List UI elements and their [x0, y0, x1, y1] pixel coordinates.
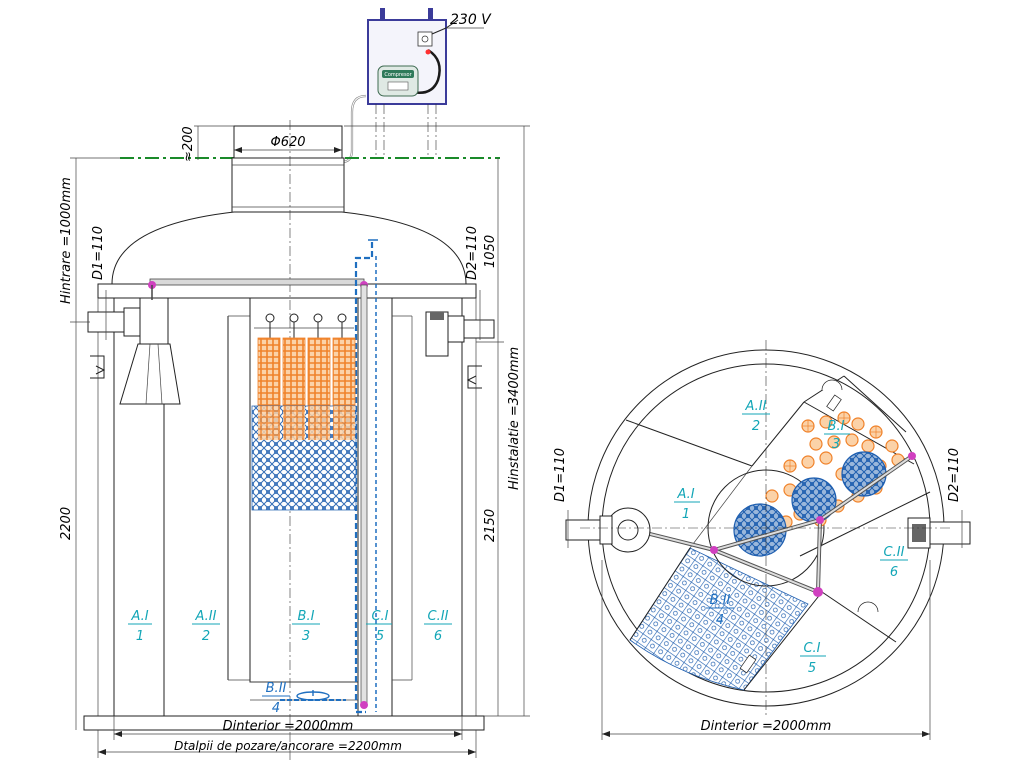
outlet-pipe: [425, 311, 495, 357]
chamber-label-a1: A.I 1: [128, 609, 152, 644]
dimension-lines: ≈200 Φ620 Hintrare =1000mm D1=110 D2=110…: [59, 125, 530, 758]
plan-label-a1: A.I 1: [674, 487, 700, 522]
plan-dimension-lines: D1=110 D2=110 Dinterior =2000mm: [553, 448, 963, 740]
svg-text:C.II: C.II: [884, 545, 905, 560]
flow-arrow-icon: [90, 355, 106, 379]
dim-d1: D1=110: [91, 226, 106, 280]
svg-text:4: 4: [272, 701, 280, 716]
manhole-riser: [231, 125, 345, 215]
svg-text:C.I: C.I: [803, 641, 820, 656]
plan-label-c1: C.I 5: [800, 641, 826, 676]
dim-h-install: Hinstalatie =3400mm: [507, 347, 522, 490]
flow-arrow-icon: [466, 365, 482, 389]
dim-manhole: Φ620: [270, 135, 305, 150]
svg-text:A.II: A.II: [745, 399, 767, 414]
svg-text:1: 1: [682, 507, 690, 522]
dim-d-footing: Dtalpii de pozare/ancorare =2200mm: [174, 739, 402, 753]
svg-text:5: 5: [808, 661, 816, 676]
dim-d2: D2=110: [465, 226, 480, 280]
dim-d-interior: Dinterior =2000mm: [223, 719, 354, 734]
plan-dim-d1: D1=110: [553, 448, 568, 502]
svg-text:3: 3: [302, 629, 310, 644]
chamber-label-b1: B.I 3: [292, 609, 320, 644]
inlet-pipe: [87, 297, 181, 405]
plan-label-a2: A.II 2: [742, 399, 770, 434]
svg-text:1: 1: [136, 629, 144, 644]
svg-text:A.I: A.I: [130, 609, 148, 624]
power-label: 230 V: [450, 12, 492, 28]
blue-grid-media: [629, 547, 809, 691]
dim-soil: ≈200: [181, 126, 196, 162]
plan-dim-d2: D2=110: [947, 448, 962, 502]
svg-text:A.II: A.II: [195, 609, 217, 624]
air-diffuser: [280, 690, 346, 701]
svg-text:B.II: B.II: [710, 593, 731, 608]
dim-2200: 2200: [59, 507, 74, 540]
dim-h-inlet: Hintrare =1000mm: [59, 177, 74, 304]
plan-view: A.II 2 B.I 3 A.I 1 C.II 6 B.II 4 C.I 5: [553, 340, 971, 740]
section-view: Compresor 230 V: [59, 8, 530, 760]
media-hangers: [254, 313, 354, 338]
plan-outlet: [907, 517, 971, 549]
svg-text:B.I: B.I: [298, 609, 315, 624]
plan-air-pipes: [633, 452, 916, 597]
chamber-label-b2: B.II 4: [262, 681, 290, 716]
svg-text:B.II: B.II: [266, 681, 287, 696]
footing-slab: [83, 715, 485, 731]
diffuser-discs: [733, 451, 887, 557]
chamber-label-c1: C.I 5: [366, 609, 392, 644]
dim-1050: 1050: [483, 235, 498, 268]
wall-ports: [739, 379, 879, 674]
svg-text:6: 6: [890, 565, 898, 580]
cabinet-label: Compresor: [384, 72, 412, 78]
plan-dim-d-interior: Dinterior =2000mm: [701, 719, 832, 734]
chamber-label-a2: A.II 2: [192, 609, 220, 644]
svg-text:3: 3: [832, 437, 840, 452]
plan-label-b1: B.I 3: [824, 419, 850, 452]
svg-text:5: 5: [376, 629, 384, 644]
airlift-pipe: [354, 239, 378, 714]
partition-walls: [625, 375, 931, 691]
tank-dome: [111, 211, 467, 285]
svg-text:6: 6: [434, 629, 442, 644]
air-distribution-pipe: [148, 278, 368, 709]
plan-inlet: [565, 507, 651, 553]
chamber-label-c2: C.II 6: [424, 609, 452, 644]
power-socket-icon: [417, 31, 433, 47]
svg-text:4: 4: [716, 613, 724, 628]
svg-text:C.II: C.II: [428, 609, 449, 624]
svg-text:2: 2: [202, 629, 210, 644]
plan-label-b2: B.II 4: [706, 593, 734, 628]
plan-label-c2: C.II 6: [880, 545, 908, 580]
svg-text:A.I: A.I: [676, 487, 694, 502]
svg-text:B.I: B.I: [828, 419, 845, 434]
svg-text:2: 2: [752, 419, 760, 434]
svg-text:C.I: C.I: [371, 609, 388, 624]
dim-2150: 2150: [483, 509, 498, 542]
compressor-cabinet: Compresor 230 V: [341, 8, 492, 164]
